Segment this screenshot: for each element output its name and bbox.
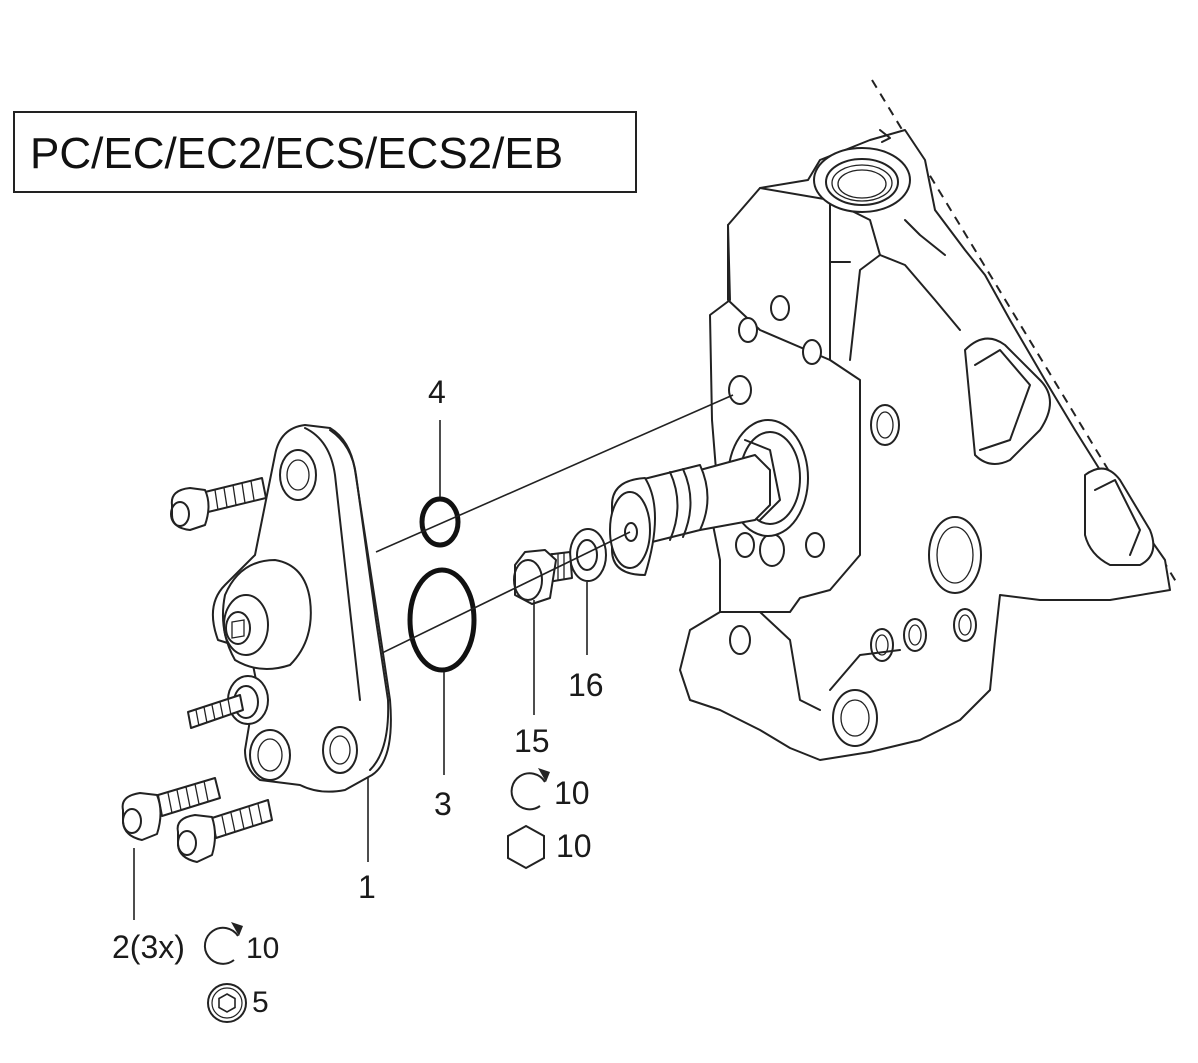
callout-2: 2(3x) — [112, 929, 185, 965]
hex-wrench-icon — [507, 824, 545, 870]
o-ring-part-4 — [419, 496, 461, 548]
hex-size-2: 5 — [252, 986, 269, 1019]
cap-screw-left — [121, 777, 221, 841]
callout-16: 16 — [568, 667, 604, 703]
o-ring-part-3 — [407, 567, 477, 673]
spool-piston — [609, 454, 771, 576]
callout-15: 15 — [514, 723, 550, 759]
torque-value-15: 10 — [554, 775, 590, 811]
variant-title-box: PC/EC/EC2/ECS/ECS2/EB — [13, 111, 637, 193]
cap-screw-right — [176, 799, 273, 863]
torque-value-2: 10 — [246, 932, 279, 965]
cover-part-1 — [211, 424, 392, 793]
valve-body — [679, 79, 1179, 761]
hex-size-15: 10 — [556, 828, 592, 864]
hex-socket-icon — [207, 983, 247, 1023]
variant-title: PC/EC/EC2/ECS/ECS2/EB — [30, 129, 563, 178]
cap-screw-top — [170, 477, 267, 531]
callout-4: 4 — [428, 374, 446, 410]
tighten-arrow-icon — [510, 768, 550, 811]
callout-1: 1 — [358, 869, 376, 905]
plug-screw-part-15 — [513, 549, 573, 605]
washer-part-16 — [569, 528, 607, 582]
callout-3: 3 — [434, 786, 452, 822]
set-screw — [187, 694, 244, 729]
tighten-arrow-icon — [203, 922, 243, 965]
